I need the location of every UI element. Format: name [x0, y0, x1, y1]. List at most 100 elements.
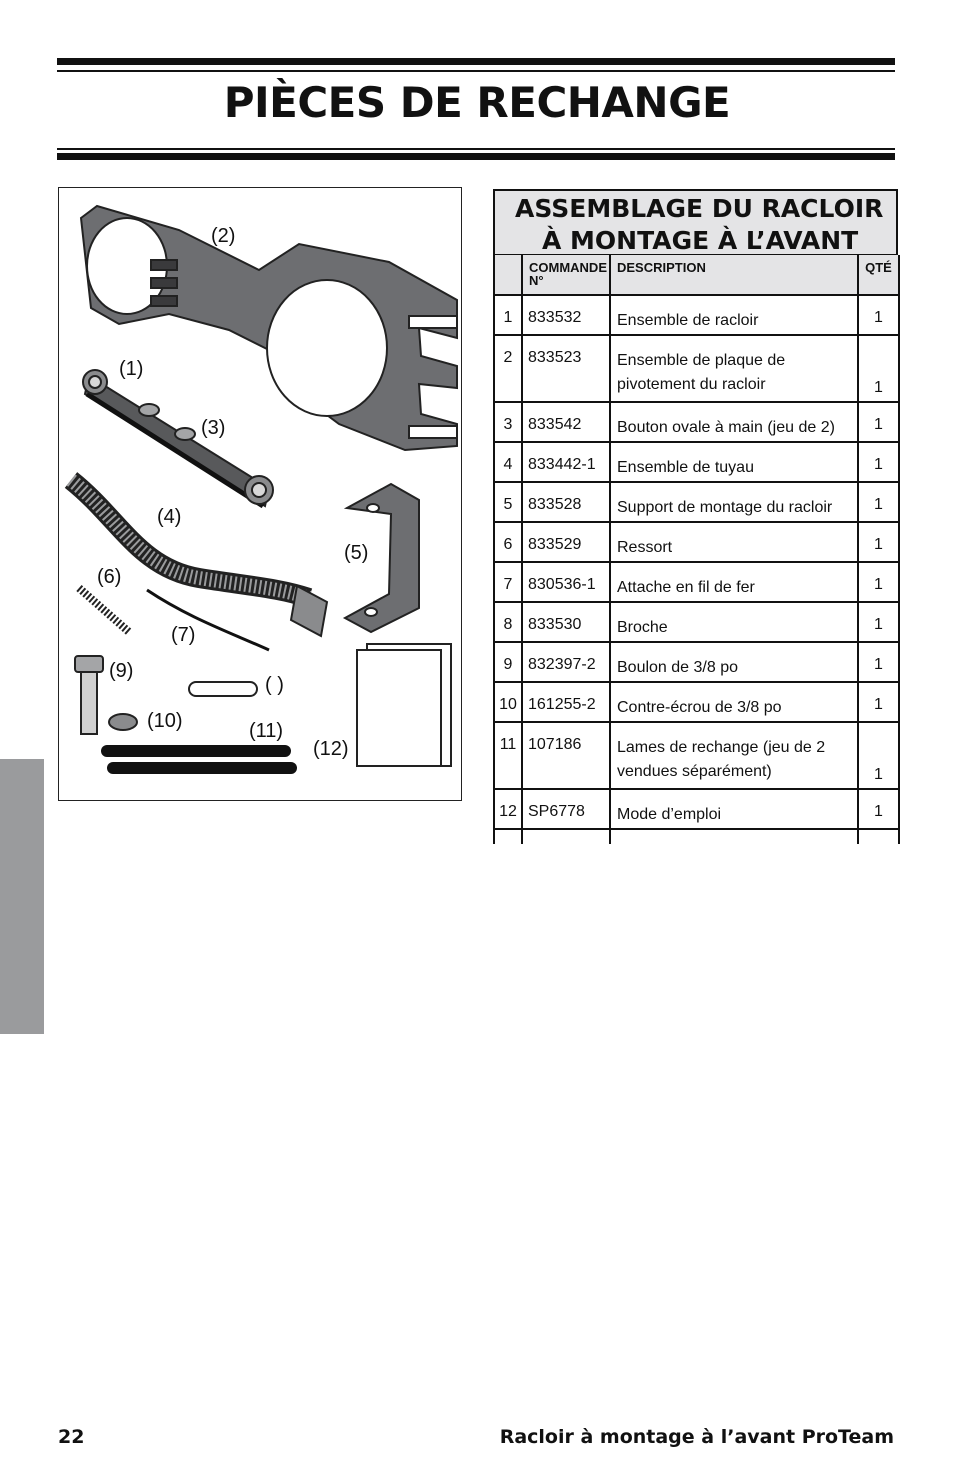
wire-tie-part [146, 588, 270, 652]
table-title-line2: À MONTAGE À L’AVANT [542, 226, 859, 255]
row-description: Ensemble de tuyau [609, 442, 859, 483]
footer-manual-title: Racloir à montage à l’avant ProTeam [499, 1426, 894, 1448]
table-row: 3 833542 Bouton ovale à main (jeu de 2) … [493, 402, 900, 443]
callout-3: (3) [201, 417, 226, 439]
page-title: PIÈCES DE RECHANGE [223, 78, 731, 127]
row-order-no: SP6778 [521, 789, 611, 830]
hose-part [64, 472, 329, 638]
col-header-description: DESCRIPTION [609, 255, 859, 296]
table-row: 7 830536-1 Attache en fil de fer 1 [493, 562, 900, 603]
parts-table: ASSEMBLAGE DU RACLOIR À MONTAGE À L’AVAN… [493, 189, 900, 844]
row-order-no: 833532 [521, 295, 611, 336]
row-qty: 1 [857, 335, 900, 403]
header-rule-bottom [57, 153, 895, 160]
table-row: 9 832397-2 Boulon de 3/8 po 1 [493, 642, 900, 683]
row-number: 10 [493, 682, 523, 723]
row-qty: 1 [857, 789, 900, 830]
callout-12: (12) [313, 738, 349, 760]
row-number: 4 [493, 442, 523, 483]
table-row: 2 833523 Ensemble de plaque de pivotemen… [493, 335, 900, 403]
table-row: 12 SP6778 Mode d’emploi 1 [493, 789, 900, 830]
row-qty: 1 [857, 682, 900, 723]
callout-9: (9) [109, 660, 134, 682]
row-description: Bouton ovale à main (jeu de 2) [609, 402, 859, 443]
callout-5: (5) [344, 542, 369, 564]
row-number: 5 [493, 482, 523, 523]
row-order-no: 833529 [521, 522, 611, 563]
row-qty: 1 [857, 442, 900, 483]
row-number: 9 [493, 642, 523, 683]
nut-part [108, 713, 138, 731]
row-order-no: 830536-1 [521, 562, 611, 603]
callout-4: (4) [157, 506, 182, 528]
table-row: 4 833442-1 Ensemble de tuyau 1 [493, 442, 900, 483]
callout-2: (2) [211, 225, 236, 247]
row-description: Lames de rechange (jeu de 2 vendues sépa… [609, 722, 859, 790]
row-qty: 1 [857, 562, 900, 603]
callout-8: ( ) [265, 674, 284, 696]
callout-6: (6) [97, 566, 122, 588]
row-order-no: 833530 [521, 602, 611, 643]
row-number: 2 [493, 335, 523, 403]
mounting-bracket-part [342, 482, 420, 634]
callout-11: (11) [249, 720, 284, 742]
row-order-no: 832397-2 [521, 642, 611, 683]
header-rule-top [57, 58, 895, 65]
callout-1: (1) [119, 358, 144, 380]
scraper-assembly-part [82, 369, 274, 509]
parts-table-grid: COMMANDE N° DESCRIPTION QTÉ 1 833532 Ens… [493, 255, 900, 844]
row-description: Contre-écrou de 3/8 po [609, 682, 859, 723]
row-number: 1 [493, 295, 523, 336]
row-number: 11 [493, 722, 523, 790]
table-row: 6 833529 Ressort 1 [493, 522, 900, 563]
blade-part-1 [101, 745, 291, 757]
row-order-no: 107186 [521, 722, 611, 790]
page-number: 22 [58, 1426, 85, 1448]
parts-illustration [64, 204, 458, 774]
pivot-plate-part [79, 204, 458, 452]
col-header-order-no: COMMANDE N° [521, 255, 611, 296]
row-number: 8 [493, 602, 523, 643]
callout-7: (7) [171, 624, 196, 646]
row-description: Mode d’emploi [609, 789, 859, 830]
header-rule-bottom-thin [57, 148, 895, 150]
row-order-no: 833542 [521, 402, 611, 443]
row-description: Support de montage du racloir [609, 482, 859, 523]
row-order-no: 833523 [521, 335, 611, 403]
row-qty: 1 [857, 522, 900, 563]
row-description: Ensemble de racloir [609, 295, 859, 336]
table-title: ASSEMBLAGE DU RACLOIR À MONTAGE À L’AVAN… [493, 189, 898, 255]
table-tail [493, 829, 900, 844]
col-header-qty: QTÉ [857, 255, 900, 296]
row-qty: 1 [857, 722, 900, 790]
row-description: Ressort [609, 522, 859, 563]
row-qty: 1 [857, 482, 900, 523]
manual-part [356, 643, 452, 767]
table-title-line1: ASSEMBLAGE DU RACLOIR [515, 194, 884, 223]
table-header-row: COMMANDE N° DESCRIPTION QTÉ [493, 255, 900, 296]
parts-diagram: (2) (1) (3) (4) (5) (6) (7) (9) ( ) (10)… [58, 187, 462, 801]
row-order-no: 161255-2 [521, 682, 611, 723]
table-row: 1 833532 Ensemble de racloir 1 [493, 295, 900, 336]
row-order-no: 833528 [521, 482, 611, 523]
col-header-number [493, 255, 523, 296]
side-section-tab [0, 759, 44, 1034]
pin-part [188, 681, 258, 697]
row-description: Attache en fil de fer [609, 562, 859, 603]
spring-part [76, 584, 132, 636]
row-qty: 1 [857, 602, 900, 643]
row-qty: 1 [857, 402, 900, 443]
table-row: 11 107186 Lames de rechange (jeu de 2 ve… [493, 722, 900, 790]
bolt-part [74, 655, 104, 735]
table-row: 5 833528 Support de montage du racloir 1 [493, 482, 900, 523]
blade-part-2 [107, 762, 297, 774]
row-description: Ensemble de plaque de pivotement du racl… [609, 335, 859, 403]
row-number: 12 [493, 789, 523, 830]
row-description: Boulon de 3/8 po [609, 642, 859, 683]
row-qty: 1 [857, 642, 900, 683]
row-number: 6 [493, 522, 523, 563]
table-row: 8 833530 Broche 1 [493, 602, 900, 643]
row-number: 7 [493, 562, 523, 603]
row-number: 3 [493, 402, 523, 443]
callout-10: (10) [147, 710, 183, 732]
